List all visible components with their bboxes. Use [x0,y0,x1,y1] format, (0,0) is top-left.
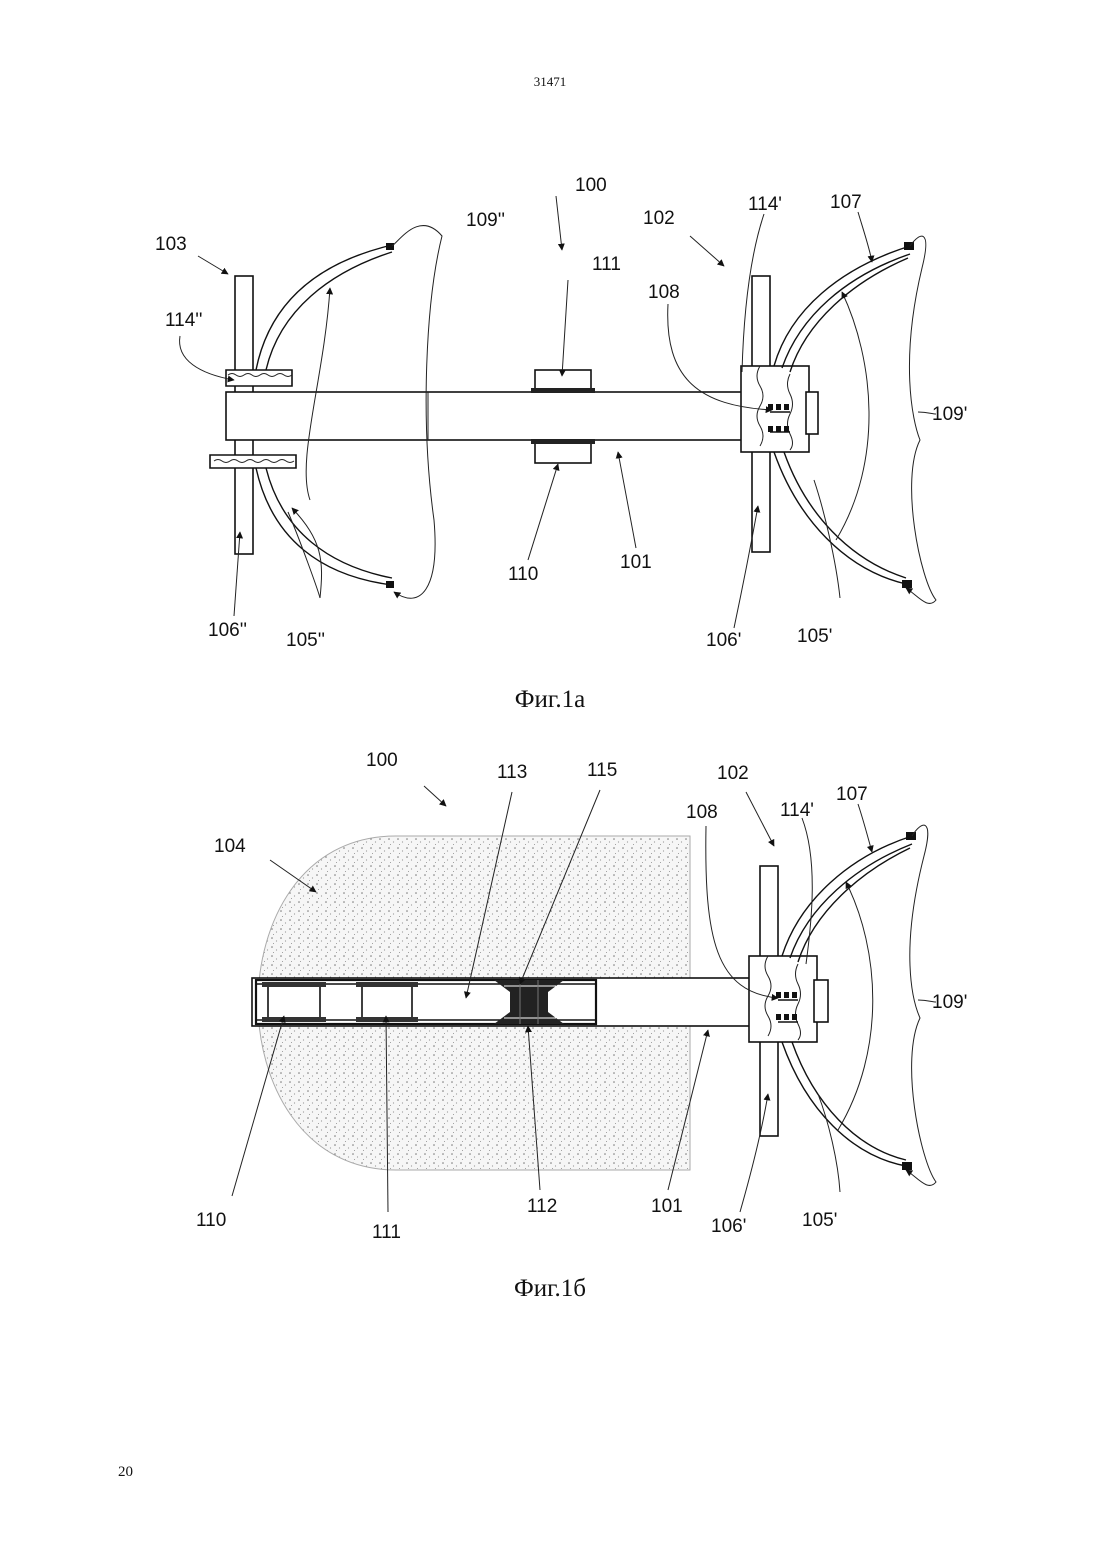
blade-105pp-upper [256,245,392,370]
label-110-b: 110 [196,1210,226,1231]
label-111-b: 111 [372,1222,401,1243]
label-115: 115 [587,760,617,781]
label-112: 112 [527,1196,557,1217]
label-105p-b: 105' [802,1210,837,1231]
blade-105pp-lower [256,468,392,585]
label-109p-b: 109' [932,992,967,1013]
blade-105p-b [782,1042,906,1166]
blade-105p-lower [774,452,906,584]
label-100-b: 100 [366,750,398,771]
roller-110 [262,982,326,1022]
label-105p: 105' [797,626,832,647]
bushing-110 [535,441,591,463]
figure-1b: 100 113 115 102 107 108 114' 104 109' 11… [196,750,967,1243]
label-114p-b: 114' [780,800,814,821]
label-113: 113 [497,762,527,783]
label-106p: 106' [706,630,741,651]
figure-1a: 100 114' 107 102 109'' 103 111 108 114''… [155,175,967,651]
head-108 [741,366,809,452]
label-109pp: 109'' [466,210,505,231]
head-108-b [749,956,817,1042]
label-106pp: 106'' [208,620,247,641]
label-101: 101 [620,552,652,573]
label-107-b: 107 [836,784,868,805]
label-102-b: 102 [717,763,749,784]
label-109p: 109' [932,404,967,425]
blade-107-b [782,836,912,956]
label-100: 100 [575,175,607,196]
label-108: 108 [648,282,680,303]
label-104: 104 [214,836,246,857]
label-111: 111 [592,254,621,275]
coupling-114pp [226,370,292,386]
label-105pp: 105'' [286,630,325,651]
label-101-b: 101 [651,1196,683,1217]
blade-107 [774,246,910,366]
figure-1a-caption: Фиг.1а [0,686,1100,714]
label-110: 110 [508,564,538,585]
shaft-101 [226,392,750,440]
label-103: 103 [155,234,187,255]
label-102: 102 [643,208,675,229]
label-106p-b: 106' [711,1216,746,1237]
label-114pp: 114'' [165,310,203,331]
label-107: 107 [830,192,862,213]
page-number: 20 [118,1464,133,1481]
figure-1b-caption: Фиг.1б [0,1275,1100,1303]
label-114p: 114' [748,194,782,215]
roller-111 [356,982,418,1022]
label-108-b: 108 [686,802,718,823]
